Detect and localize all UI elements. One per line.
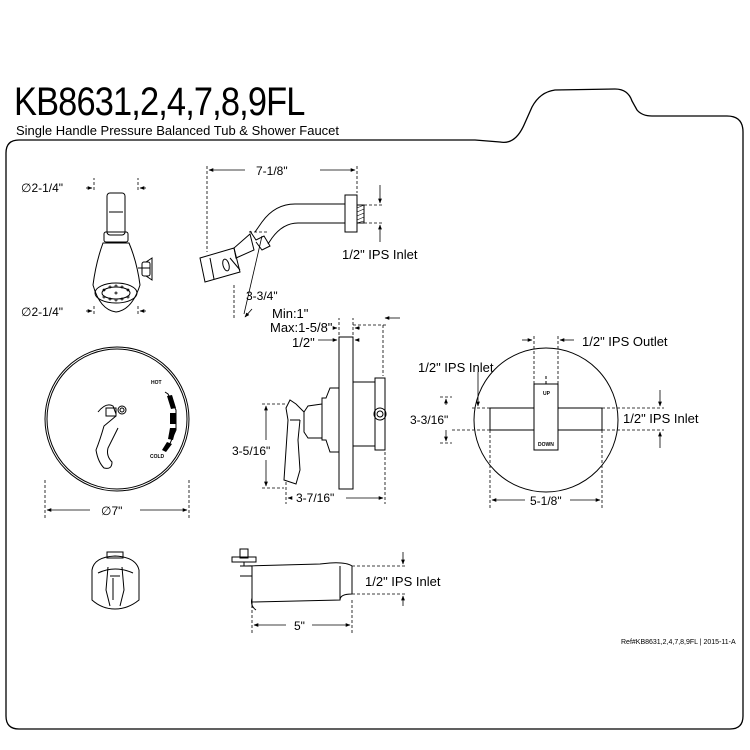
spout-length-label: 5": [294, 619, 305, 633]
spout-inlet-label: 1/2" IPS Inlet: [365, 574, 441, 589]
inlet-spacing-label: 3-3/16": [410, 413, 448, 427]
inlet-thread-hatch: [356, 204, 365, 224]
tub-spout-dims: [251, 552, 407, 634]
showerhead-side-dims: [206, 166, 384, 318]
valve-height-label: 3-5/16": [232, 444, 270, 458]
arm-length-label: 7-1/8": [256, 164, 288, 178]
wall-min-label: Min:1": [272, 306, 309, 321]
up-label: UP: [543, 391, 551, 397]
showerhead-top-diameter-label: ∅2-1/4": [21, 181, 63, 195]
spray-holes: [102, 284, 130, 302]
showerhead-side-view: [199, 194, 365, 283]
model-number-title: KB8631,2,4,7,8,9FL: [14, 80, 305, 124]
page-frame: [5, 88, 744, 730]
showerhead-bottom-diameter-label: ∅2-1/4": [21, 305, 63, 319]
ips-outlet-label: 1/2" IPS Outlet: [582, 334, 668, 349]
product-description: Single Handle Pressure Balanced Tub & Sh…: [16, 123, 340, 138]
ips-inlet-left-label: 1/2" IPS Inlet: [418, 360, 494, 375]
showerhead-front-view: [92, 192, 153, 313]
valve-side-view: [283, 336, 387, 490]
valve-width-label: 5-1/8": [530, 494, 562, 508]
valve-back-view: [473, 347, 619, 493]
shower-inlet-label: 1/2" IPS Inlet: [342, 247, 418, 262]
valve-depth-label: 3-7/16": [296, 491, 334, 505]
valve-back-dims: [440, 336, 664, 510]
valve-side-dims: [262, 316, 400, 504]
tub-spout-side-view: [231, 548, 353, 611]
trim-plate-front-view: [44, 346, 190, 492]
plate-diameter-label: ∅7": [101, 504, 122, 518]
ips-inlet-right-label: 1/2" IPS Inlet: [623, 411, 699, 426]
wall-max-label: Max:1-5/8": [270, 320, 333, 335]
tub-spout-front-view: [91, 551, 140, 610]
down-label: DOWN: [538, 442, 554, 448]
trim-plate-dims: [44, 480, 190, 520]
wall-offset-label: 1/2": [292, 335, 315, 350]
cold-label: COLD: [150, 454, 165, 460]
showerhead-front-dims: [86, 178, 146, 316]
showerhead-drop-label: 3-3/4": [246, 289, 278, 303]
temperature-scale: [162, 395, 176, 452]
reference-number: Ref#KB8631,2,4,7,8,9FL | 2015-11-A: [621, 639, 736, 646]
hot-label: HOT: [151, 380, 162, 386]
